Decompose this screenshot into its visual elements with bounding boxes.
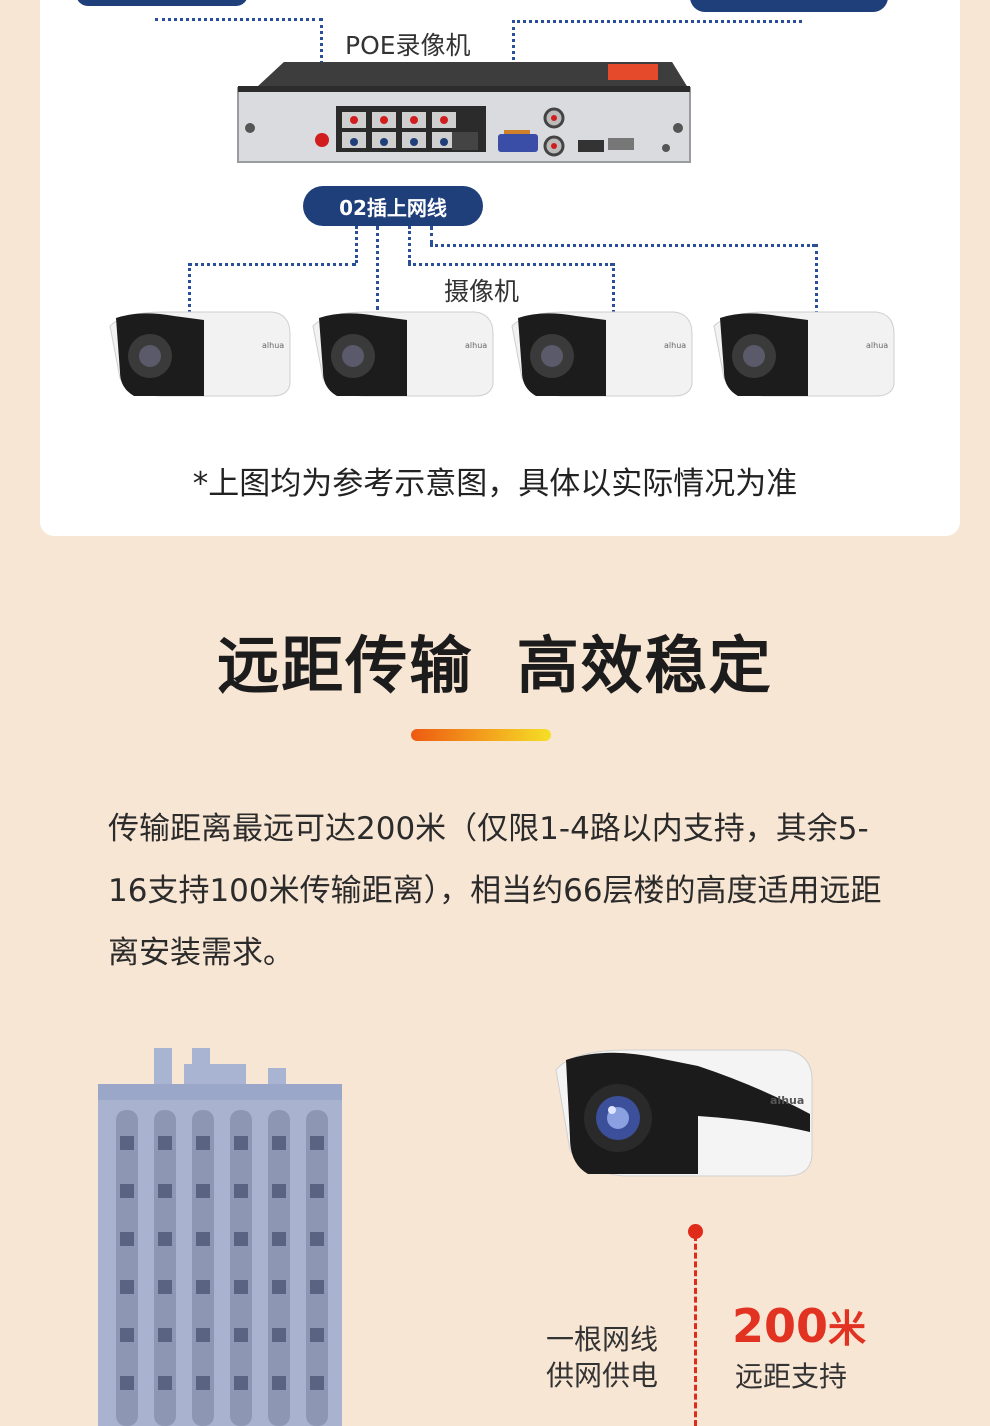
distance-unit: 米 [828, 1307, 867, 1351]
poe-nvr-device [237, 62, 691, 163]
connector-line [512, 20, 802, 23]
camera-brand: alhua [262, 341, 284, 350]
camera-label: 摄像机 [444, 277, 520, 306]
camera-3: alhua [511, 311, 693, 397]
large-camera-brand: alhua [770, 1094, 804, 1107]
distance-marker-dot [688, 1224, 703, 1239]
camera-1: alhua [109, 311, 291, 397]
connector-line [188, 263, 356, 266]
pill-top-left [76, 0, 248, 6]
camera-brand: alhua [664, 341, 686, 350]
camera-brand: alhua [465, 341, 487, 350]
connector-line [430, 244, 815, 247]
section-title: 远距传输 高效稳定 [217, 629, 773, 702]
connector-line [430, 226, 433, 244]
connector-line [376, 226, 379, 310]
connector-line [815, 244, 818, 314]
camera-4: alhua [713, 311, 895, 397]
distance-label: 远距支持 [735, 1360, 848, 1393]
cable-text-line2: 供网供电 [546, 1359, 659, 1392]
pill-plug-cable: 02插上网线 [303, 186, 483, 226]
connector-line [188, 263, 191, 313]
building-illustration [98, 1048, 342, 1426]
connector-line [155, 18, 322, 21]
distance-value: 200米 [732, 1298, 866, 1353]
diagram-caption: *上图均为参考示意图，具体以实际情况为准 [192, 466, 798, 502]
distance-marker-line [694, 1235, 697, 1426]
camera-2: alhua [312, 311, 494, 397]
camera-brand: alhua [866, 341, 888, 350]
connector-line [408, 226, 411, 263]
connector-line [355, 226, 358, 263]
pill-top-right [690, 0, 888, 12]
cable-text-line1: 一根网线 [546, 1323, 659, 1356]
cable-power-text: 一根网线 供网供电 [546, 1322, 658, 1394]
distance-number: 200 [732, 1299, 829, 1353]
title-underline [411, 729, 551, 741]
nvr-label: POE录像机 [345, 31, 471, 60]
connector-line [320, 18, 323, 88]
connector-line [612, 263, 615, 313]
section-description: 传输距离最远可达200米（仅限1-4路以内支持，其余5-16支持100米传输距离… [108, 811, 882, 971]
connector-line [408, 263, 613, 266]
large-camera: alhua [555, 1049, 813, 1177]
